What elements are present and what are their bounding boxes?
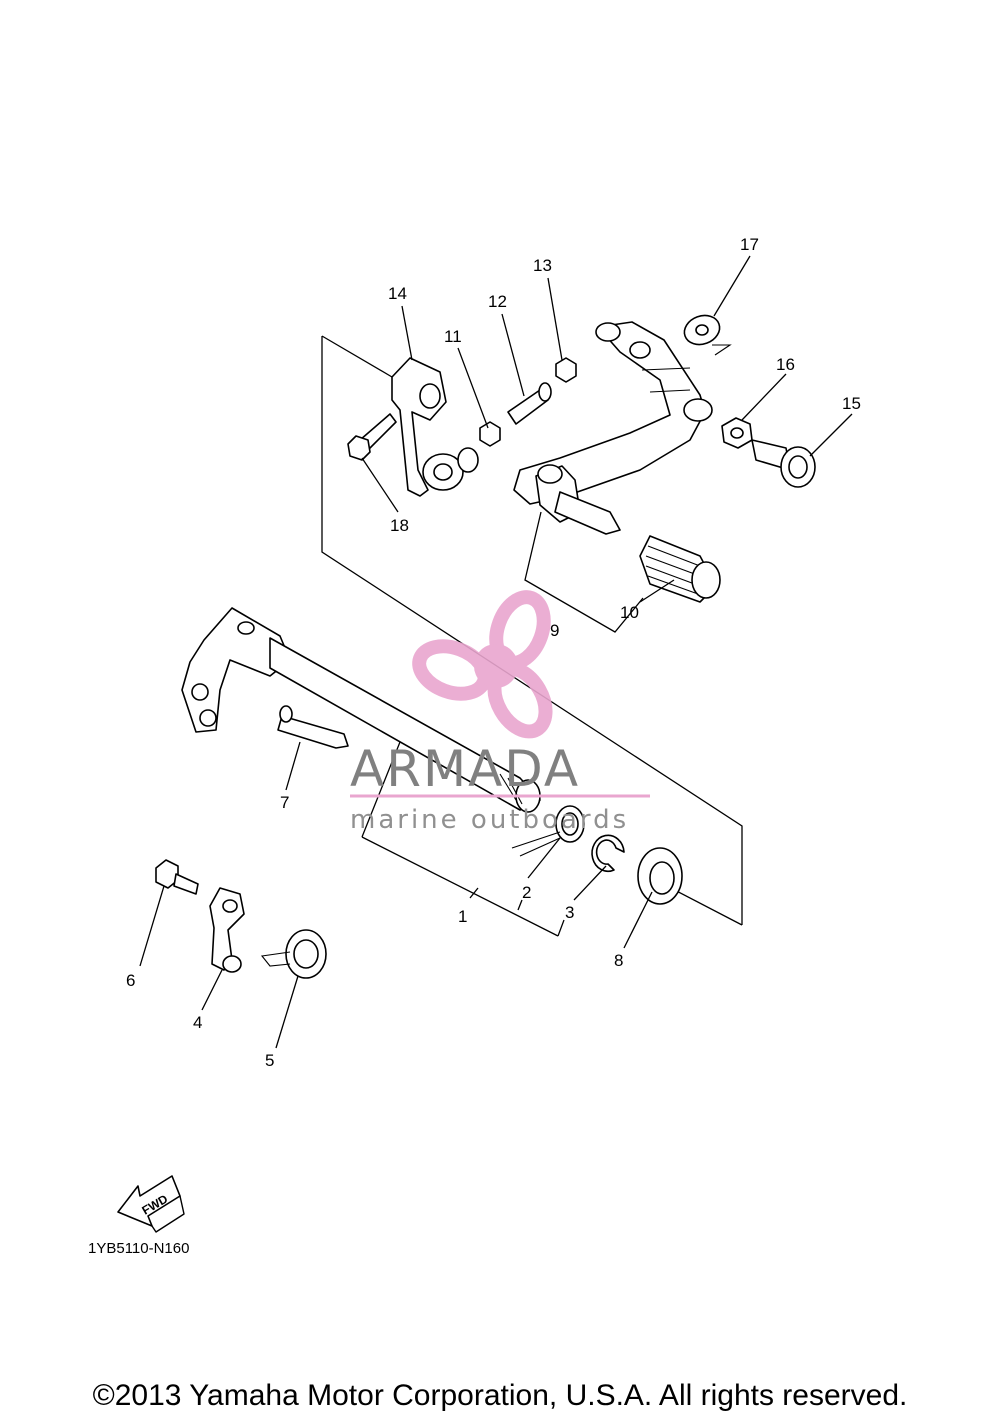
callout-1: 1 [458, 907, 467, 926]
callout-15: 15 [842, 394, 861, 413]
bolt-12 [507, 382, 552, 425]
pin-7 [277, 705, 349, 749]
shift-shaft-1 [181, 607, 541, 813]
circlip-3 [591, 834, 625, 873]
bolt-6 [155, 859, 199, 895]
callout-10: 10 [620, 603, 639, 622]
nut-16 [721, 417, 753, 449]
callout-numbers: 1 2 3 4 5 6 7 8 9 10 11 12 13 14 15 16 1… [126, 235, 861, 1070]
nut-13 [555, 357, 577, 383]
callout-2: 2 [522, 883, 531, 902]
callout-4: 4 [193, 1013, 202, 1032]
callout-12: 12 [488, 292, 507, 311]
shift-pedal-9 [513, 321, 713, 535]
spring-2 [511, 805, 585, 857]
pedal-rubber-10 [639, 535, 721, 603]
watermark-logo [412, 590, 553, 739]
callout-9: 9 [550, 621, 559, 640]
callout-17: 17 [740, 235, 759, 254]
callout-16: 16 [776, 355, 795, 374]
watermark-brand: ARMADA [350, 740, 580, 798]
washer-17 [683, 314, 732, 356]
oil-seal-8 [637, 847, 683, 905]
callout-18: 18 [390, 516, 409, 535]
callout-7: 7 [280, 793, 289, 812]
shift-arm-14 [391, 357, 479, 497]
callout-3: 3 [565, 903, 574, 922]
stopper-lever-4 [209, 887, 245, 973]
callout-5: 5 [265, 1051, 274, 1070]
bolt-15 [751, 439, 816, 488]
callout-6: 6 [126, 971, 135, 990]
nut-11 [479, 421, 501, 447]
callout-11: 11 [444, 327, 462, 346]
callout-13: 13 [533, 256, 552, 275]
leader-lines [139, 255, 853, 1049]
fwd-arrow-icon: FWD [117, 1175, 185, 1233]
callout-8: 8 [614, 951, 623, 970]
bolt-18 [347, 413, 397, 461]
copyright-notice: ©2013 Yamaha Motor Corporation, U.S.A. A… [92, 1379, 908, 1412]
watermark-tagline: marine outboards [350, 805, 629, 835]
spring-5 [260, 929, 327, 979]
callout-14: 14 [388, 284, 407, 303]
diagram-code: 1YB5110-N160 [88, 1240, 190, 1257]
